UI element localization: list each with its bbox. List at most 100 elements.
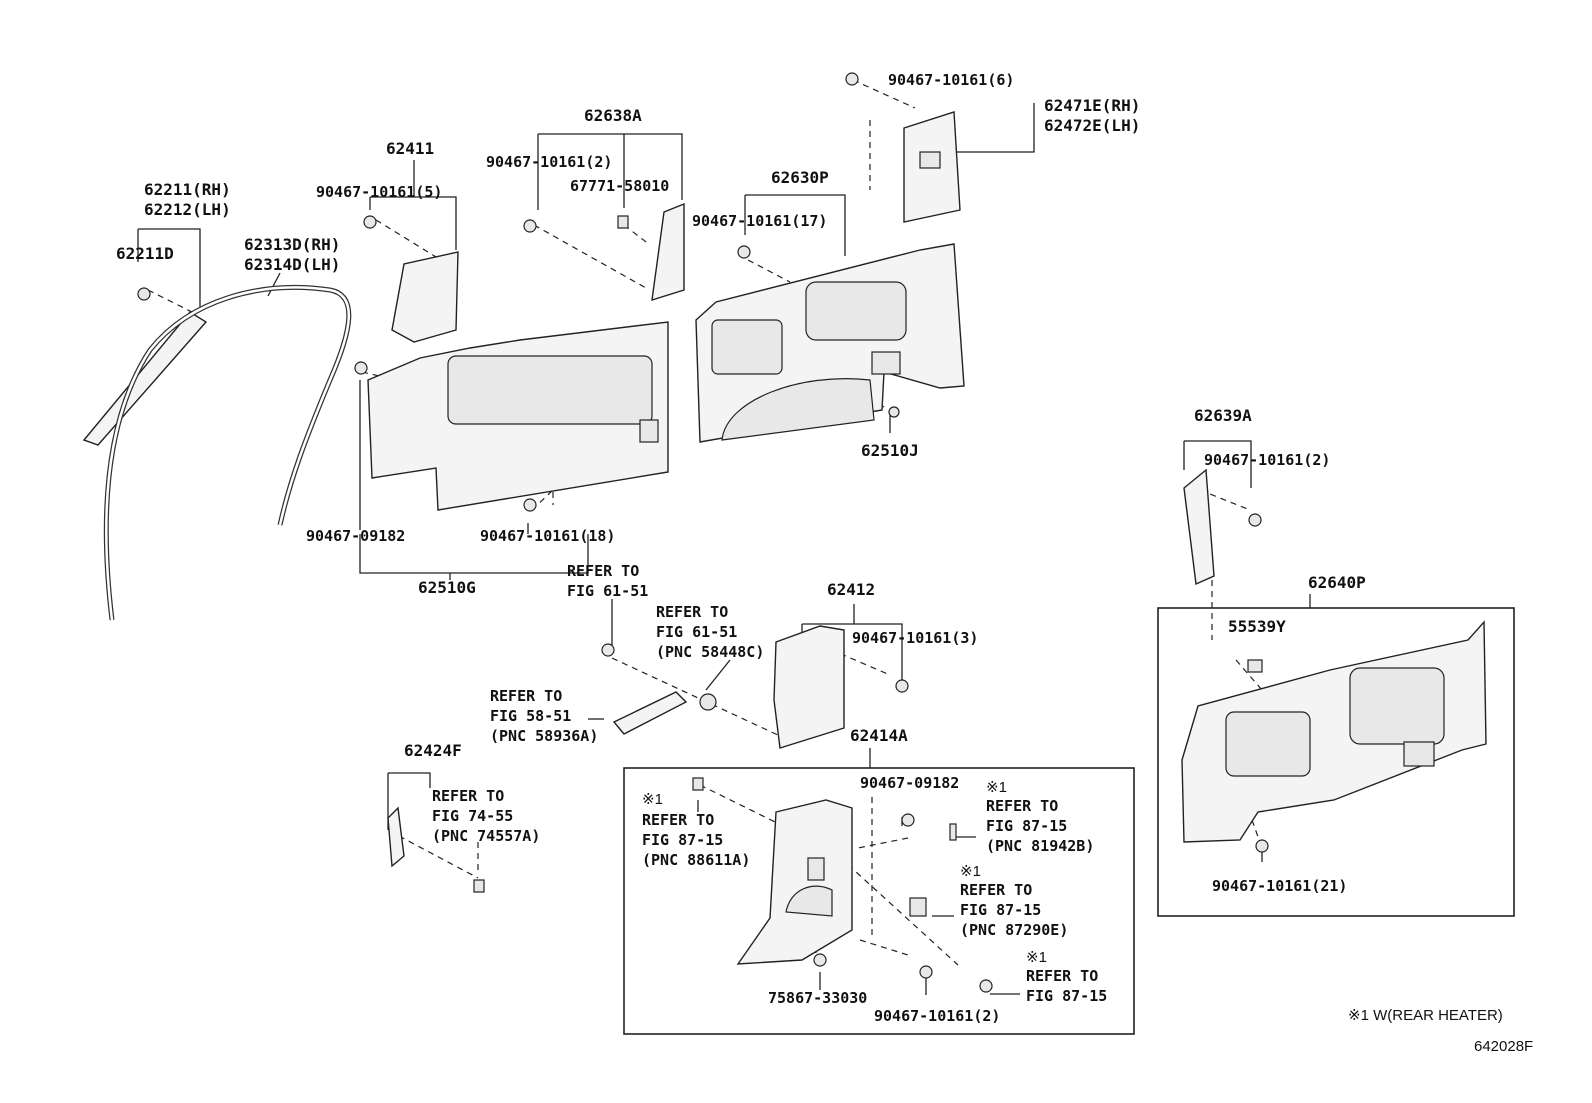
panel-62630p-window <box>805 281 907 341</box>
screw <box>813 953 827 967</box>
ref-88611a-line3: (PNC 88611A) <box>642 851 751 869</box>
clip-55539y <box>1247 659 1263 673</box>
label-screw-box2: 90467-10161(2) <box>874 1007 1001 1025</box>
ref-81942b-line1: REFER TO <box>986 797 1059 815</box>
trim-62638a <box>651 202 685 301</box>
62414a-box <box>623 767 1135 1035</box>
screw <box>523 498 537 512</box>
clip-67771 <box>617 215 629 229</box>
screw <box>737 245 751 259</box>
label-62313d: 62313D(RH) <box>244 235 341 254</box>
footnote: ※1 W(REAR HEATER) <box>1348 1007 1503 1024</box>
label-62211d: 62211D <box>116 244 174 263</box>
trim-62411 <box>391 251 459 343</box>
label-screw-18: 90467-10161(18) <box>480 527 616 545</box>
panel-62640p-window <box>1349 667 1445 745</box>
ref-87290e-line2: FIG 87-15 <box>960 901 1042 919</box>
screw <box>979 979 993 993</box>
fasteners <box>137 72 1269 993</box>
label-62424f: 62424F <box>404 741 462 760</box>
ref-fig-74-55-line1: REFER TO <box>432 787 505 805</box>
screw <box>845 72 859 86</box>
part-shapes <box>82 111 1487 965</box>
panel-62510g-vent <box>639 419 659 443</box>
trim-62414a-switch <box>807 857 825 881</box>
label-62638a: 62638A <box>584 106 642 125</box>
screw <box>363 215 377 229</box>
ref-fig-58-51-line2: FIG 58-51 <box>490 707 572 725</box>
clip-62211d <box>137 287 151 301</box>
label-62414a: 62414A <box>850 726 908 745</box>
screw <box>919 965 933 979</box>
trim-62471e-tab <box>919 151 941 169</box>
ref-87290e-line3: (PNC 87290E) <box>960 921 1069 939</box>
label-screw-62630p: 90467-10161(17) <box>692 212 828 230</box>
label-screw-top: 90467-10161(6) <box>888 71 1015 89</box>
trim-62424f <box>387 806 405 868</box>
clip-88611a <box>692 777 704 791</box>
label-screw-62639a: 90467-10161(2) <box>1204 451 1331 469</box>
ref-fig-58-51-line1: REFER TO <box>490 687 563 705</box>
label-screw-62638a: 90467-10161(2) <box>486 153 613 171</box>
label-screw-09182-b: 90467-09182 <box>860 774 960 792</box>
ref-87-15-line2: FIG 87-15 <box>1026 987 1108 1005</box>
ref-88611a-line2: FIG 87-15 <box>642 831 724 849</box>
label-screw-62412: 90467-10161(3) <box>852 629 979 647</box>
screw <box>354 361 368 375</box>
ref-88611a-mark: ※1 <box>642 791 663 808</box>
label-62412: 62412 <box>827 580 876 599</box>
label-62211-rh: 62211(RH) <box>144 180 231 199</box>
trim-62414a <box>736 799 853 965</box>
clip-62510j <box>888 406 900 418</box>
figure-id: 642028F <box>1474 1038 1534 1055</box>
grab-handle <box>612 691 688 735</box>
label-67771: 67771-58010 <box>570 177 670 195</box>
label-62472e: 62472E(LH) <box>1044 116 1141 135</box>
pillar-garnish-62211 <box>82 311 208 446</box>
panel-62510g-pocket <box>447 355 653 425</box>
switch-87290e <box>909 897 927 917</box>
label-62314d: 62314D(LH) <box>244 255 341 274</box>
clip-81942b <box>949 823 957 841</box>
label-75867: 75867-33030 <box>768 989 868 1007</box>
bushing <box>699 693 717 711</box>
trim-62412 <box>773 625 845 749</box>
screw <box>523 219 537 233</box>
ref-fig-74-55-line2: FIG 74-55 <box>432 807 514 825</box>
ref-88611a-line1: REFER TO <box>642 811 715 829</box>
62640p-box <box>1157 607 1515 917</box>
trim-62639a <box>1183 468 1215 586</box>
label-55539y: 55539Y <box>1228 617 1286 636</box>
screw <box>901 813 915 827</box>
clip-62424f <box>473 879 485 893</box>
panel-62640p-handle <box>1225 711 1311 777</box>
ref-fig-61-51-b-line2: FIG 61-51 <box>656 623 738 641</box>
label-screw-09182-a: 90467-09182 <box>306 527 406 545</box>
ref-fig-61-51-b-line1: REFER TO <box>656 603 729 621</box>
panel-62630p-vent <box>871 351 901 375</box>
label-62212-lh: 62212(LH) <box>144 200 231 219</box>
trim-62414a-pocket <box>785 885 833 917</box>
ref-fig-74-55-line3: (PNC 74557A) <box>432 827 541 845</box>
ref-81942b-line3: (PNC 81942B) <box>986 837 1095 855</box>
ref-fig-61-51-a-line1: REFER TO <box>567 562 640 580</box>
label-62630p: 62630P <box>771 168 829 187</box>
ref-fig-61-51-b-line3: (PNC 58448C) <box>656 643 765 661</box>
ref-fig-58-51-line3: (PNC 58936A) <box>490 727 599 745</box>
ref-87290e-line1: REFER TO <box>960 881 1033 899</box>
label-62471e: 62471E(RH) <box>1044 96 1141 115</box>
screw <box>601 643 615 657</box>
ref-87-15-mark: ※1 <box>1026 949 1047 966</box>
screw <box>1255 839 1269 853</box>
dashed-lines <box>147 79 1263 966</box>
label-62510j: 62510J <box>861 441 919 460</box>
label-screw-21: 90467-10161(21) <box>1212 877 1348 895</box>
label-62639a: 62639A <box>1194 406 1252 425</box>
ref-fig-61-51-a-line2: FIG 61-51 <box>567 582 649 600</box>
ref-81942b-mark: ※1 <box>986 779 1007 796</box>
label-62510g: 62510G <box>418 578 476 597</box>
ref-87290e-mark: ※1 <box>960 863 981 880</box>
panel-62640p-vent <box>1403 741 1435 767</box>
label-62411: 62411 <box>386 139 435 158</box>
